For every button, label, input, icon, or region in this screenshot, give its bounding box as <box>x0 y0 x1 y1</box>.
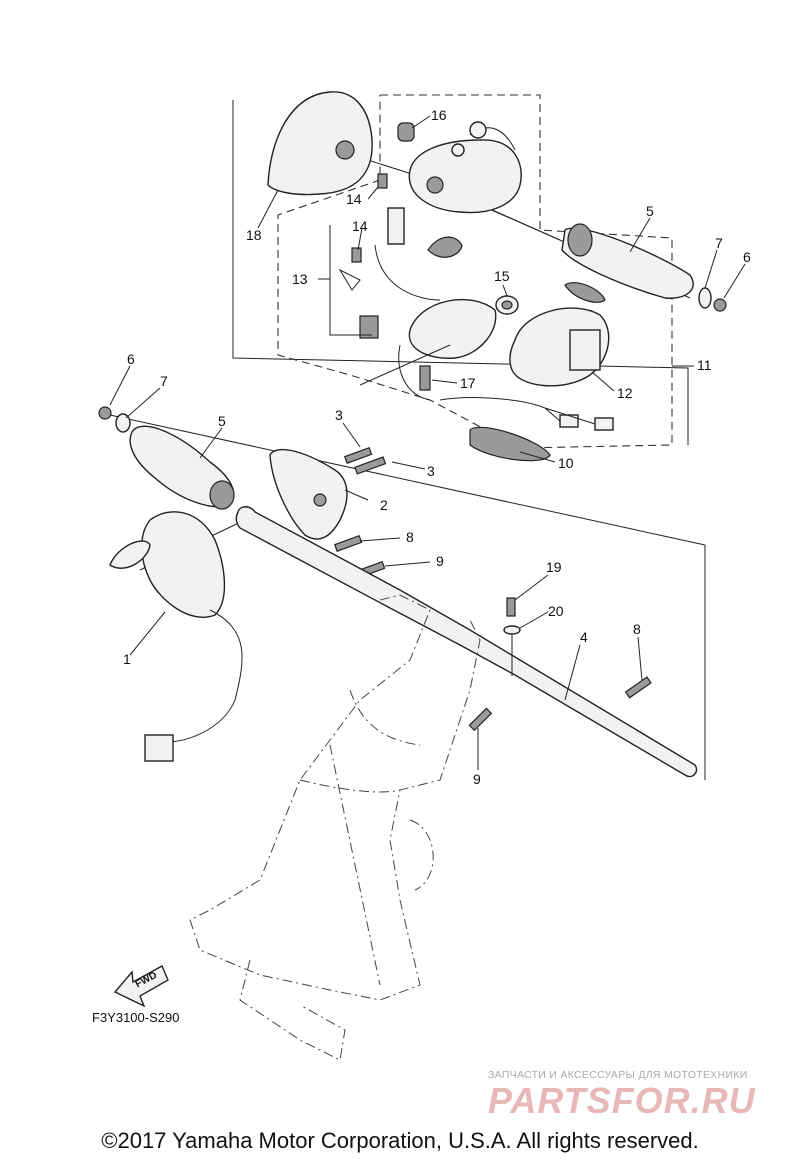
callout-1: 1 <box>123 651 131 667</box>
switch-housing <box>397 121 522 214</box>
switch-internals <box>329 207 497 401</box>
callout-14-upper: 14 <box>346 191 362 207</box>
callout-6-right: 6 <box>743 249 751 265</box>
callout-8-upper: 8 <box>406 529 414 545</box>
part-5-right-grip <box>561 223 694 299</box>
fwd-arrow: FWD <box>113 965 169 1008</box>
parts-6-7-left-end <box>98 406 131 433</box>
callout-2: 2 <box>380 497 388 513</box>
callout-16: 16 <box>431 107 447 123</box>
callout-3-upper: 3 <box>335 407 343 423</box>
part-4-handlebar <box>235 506 698 778</box>
part-12-switch-unit <box>509 282 610 387</box>
part-18-cover <box>267 91 373 196</box>
watermark-subtitle: ЗАПЧАСТИ И АКСЕССУАРЫ ДЛЯ МОТОТЕХНИКИ <box>488 1069 748 1081</box>
callout-9-upper: 9 <box>436 553 444 569</box>
drawing-code: F3Y3100-S290 <box>92 1010 180 1025</box>
callout-6-left: 6 <box>127 351 135 367</box>
parts-19-20 <box>503 597 521 676</box>
part-10-sleeve <box>469 426 551 462</box>
callout-5-left: 5 <box>218 413 226 429</box>
part-1-throttle <box>109 511 243 762</box>
callout-5-right: 5 <box>646 203 654 219</box>
callout-10: 10 <box>558 455 574 471</box>
copyright-notice: ©2017 Yamaha Motor Corporation, U.S.A. A… <box>101 1128 699 1153</box>
callout-13: 13 <box>292 271 308 287</box>
callout-3-lower: 3 <box>427 463 435 479</box>
wiring-harness <box>439 397 614 431</box>
part-2-bracket <box>269 448 348 540</box>
callout-9-lower: 9 <box>473 771 481 787</box>
callout-8-lower: 8 <box>633 621 641 637</box>
callout-17: 17 <box>460 375 476 391</box>
callout-4: 4 <box>580 629 588 645</box>
callout-labels: 1 2 3 3 4 5 5 6 6 7 7 8 8 9 9 10 11 12 1… <box>123 107 751 787</box>
part-5-left-grip <box>129 425 235 510</box>
callout-18: 18 <box>246 227 262 243</box>
assembly-11-bracket <box>232 94 689 449</box>
callout-11: 11 <box>697 357 712 373</box>
callout-20: 20 <box>548 603 564 619</box>
watermark-brand: PARTSFOR.RU <box>488 1080 756 1121</box>
callout-19: 19 <box>546 559 562 575</box>
parts-6-7-right-end <box>698 287 727 312</box>
callout-7-right: 7 <box>715 235 723 251</box>
callout-7-left: 7 <box>160 373 168 389</box>
part-15-grommet <box>495 295 519 315</box>
screws-lower <box>468 676 652 732</box>
callout-14-lower: 14 <box>352 218 368 234</box>
steering-column <box>189 594 481 1061</box>
part-14-screws <box>351 173 388 263</box>
callout-12: 12 <box>617 385 633 401</box>
callout-leaders <box>109 115 746 770</box>
part-17-bolt <box>419 365 431 391</box>
callout-15: 15 <box>494 268 510 284</box>
